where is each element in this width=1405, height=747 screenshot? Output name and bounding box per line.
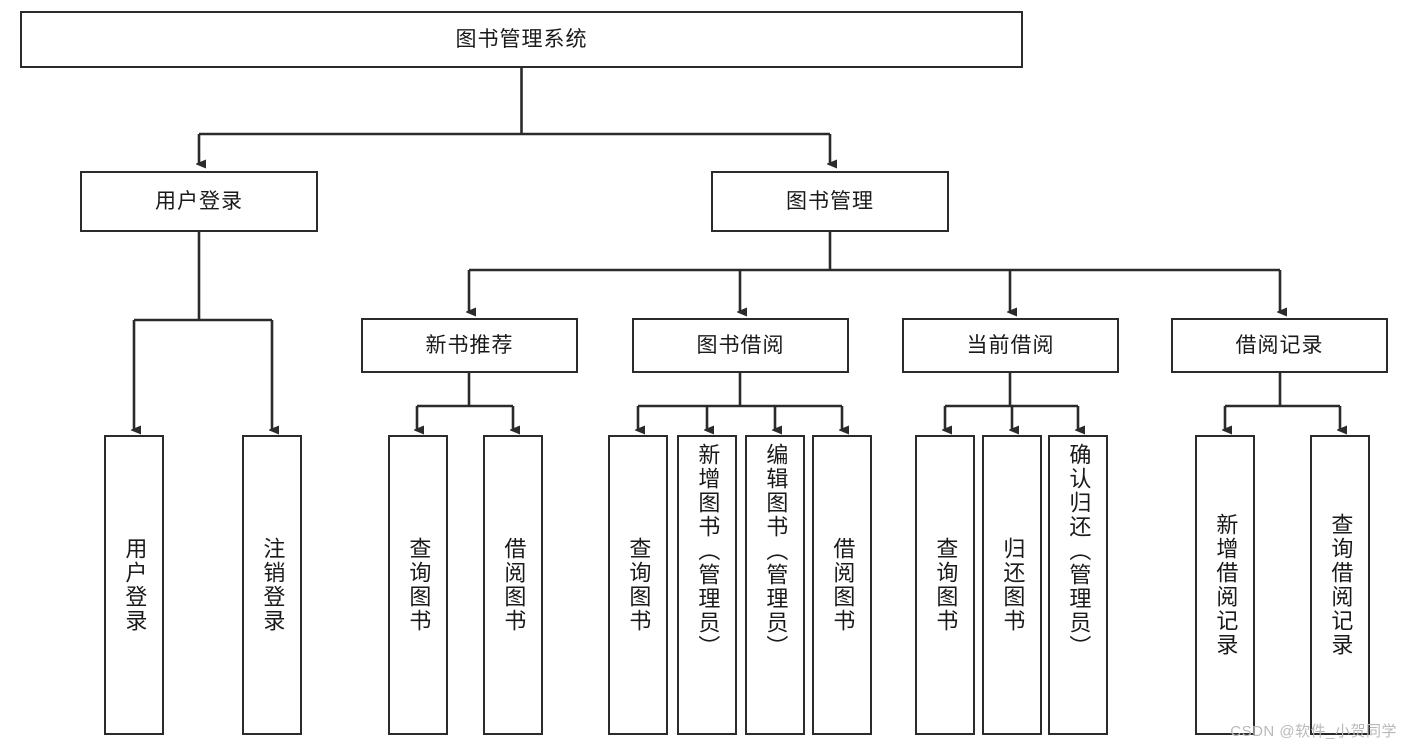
node-label: 新书推荐 (425, 333, 514, 357)
node-root-book-management-system[interactable]: 图书管理系统 (20, 11, 1023, 68)
node-label: 查询图书 (933, 537, 959, 633)
node-label: 查询借阅记录 (1328, 513, 1354, 657)
node-label: 查询图书 (626, 537, 652, 633)
leaf-book-borrow-add-book-admin[interactable]: 新增图书（管理员） (677, 435, 737, 735)
node-label: 注销登录 (260, 537, 286, 633)
node-borrow-record[interactable]: 借阅记录 (1171, 318, 1388, 373)
node-label: 确认归还（管理员） (1066, 443, 1092, 659)
node-label: 图书管理 (786, 189, 874, 213)
leaf-new-book-query-book[interactable]: 查询图书 (388, 435, 448, 735)
leaf-current-borrow-confirm-return-admin[interactable]: 确认归还（管理员） (1048, 435, 1108, 735)
leaf-borrow-record-add-record[interactable]: 新增借阅记录 (1195, 435, 1255, 735)
node-label: 归还图书 (1000, 537, 1026, 633)
leaf-book-borrow-edit-book-admin[interactable]: 编辑图书（管理员） (745, 435, 805, 735)
node-label: 图书借阅 (696, 333, 785, 357)
node-label: 编辑图书（管理员） (763, 443, 789, 659)
leaf-user-login-login[interactable]: 用户登录 (104, 435, 164, 735)
node-user-login[interactable]: 用户登录 (80, 171, 318, 232)
watermark-csdn: CSDN @软件_小贺同学 (1230, 723, 1397, 740)
node-label: 借阅图书 (501, 537, 527, 633)
leaf-book-borrow-borrow-book[interactable]: 借阅图书 (812, 435, 872, 735)
node-label: 用户登录 (122, 537, 148, 633)
leaf-book-borrow-query-book[interactable]: 查询图书 (608, 435, 668, 735)
leaf-current-borrow-return-book[interactable]: 归还图书 (982, 435, 1042, 735)
node-label: 当前借阅 (966, 333, 1055, 357)
node-label: 图书管理系统 (455, 27, 588, 51)
node-label: 新增图书（管理员） (695, 443, 721, 659)
node-label: 新增借阅记录 (1213, 513, 1239, 657)
node-new-book-recommend[interactable]: 新书推荐 (361, 318, 578, 373)
node-current-borrow[interactable]: 当前借阅 (902, 318, 1119, 373)
leaf-new-book-borrow-book[interactable]: 借阅图书 (483, 435, 543, 735)
leaf-user-login-logout[interactable]: 注销登录 (242, 435, 302, 735)
node-book-management[interactable]: 图书管理 (711, 171, 949, 232)
node-label: 借阅图书 (830, 537, 856, 633)
leaf-borrow-record-query-record[interactable]: 查询借阅记录 (1310, 435, 1370, 735)
leaf-current-borrow-query-book[interactable]: 查询图书 (915, 435, 975, 735)
node-label: 查询图书 (406, 537, 432, 633)
node-label: 借阅记录 (1235, 333, 1324, 357)
node-label: 用户登录 (155, 189, 243, 213)
node-book-borrow[interactable]: 图书借阅 (632, 318, 849, 373)
